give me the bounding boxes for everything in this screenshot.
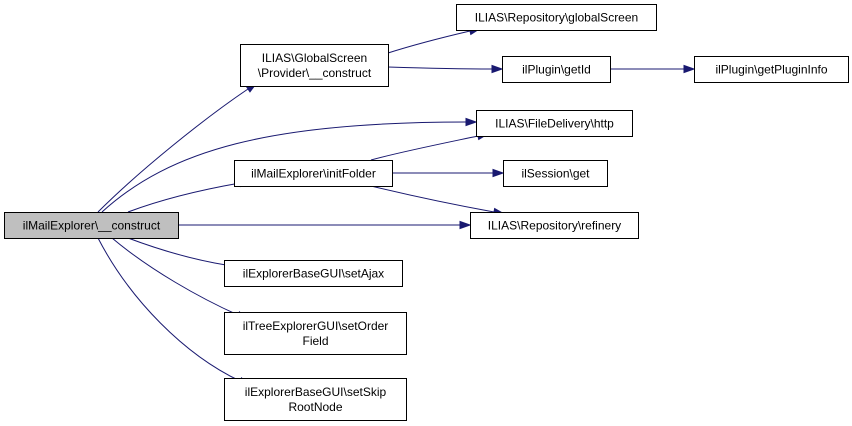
node-box[interactable] [502, 56, 611, 83]
edge-line [127, 182, 241, 213]
edge-line [111, 237, 239, 316]
node-label: ilTreeExplorerGUI\setOrder [243, 319, 389, 333]
node-gs_provider_construct[interactable]: ILIAS\GlobalScreen\Provider\__construct [240, 44, 389, 87]
edge-line [97, 237, 241, 382]
edge-line [97, 88, 249, 213]
node-label: ilPlugin\getPluginInfo [715, 63, 827, 77]
node-label: Field [302, 334, 328, 348]
edge-mail_initfolder-to-repo_refinery [370, 185, 506, 217]
node-session_get[interactable]: ilSession\get [503, 160, 608, 187]
edge-line [127, 237, 227, 266]
node-box[interactable] [224, 260, 403, 287]
node-box[interactable] [456, 4, 657, 31]
nodes-layer: ilMailExplorer\__construct ILIAS\GlobalSc… [4, 4, 849, 421]
edge-line [387, 66, 493, 70]
node-repo_refinery[interactable]: ILIAS\Repository\refinery [470, 212, 639, 239]
edge-mail_construct-to-repo_refinery [177, 220, 472, 230]
node-filedelivery_http[interactable]: ILIAS\FileDelivery\http [476, 110, 633, 137]
node-box[interactable] [234, 160, 393, 187]
edge-line [370, 135, 479, 161]
node-label: ilMailExplorer\initFolder [251, 167, 376, 181]
arrowhead-icon [459, 220, 472, 230]
node-label: ilExplorerBaseGUI\setSkip [245, 385, 387, 399]
edge-mail_construct-to-gs_provider_construct [97, 82, 258, 213]
node-label: ILIAS\GlobalScreen [262, 51, 367, 65]
node-repo_globalscreen[interactable]: ILIAS\Repository\globalScreen [456, 4, 657, 31]
node-label: ilPlugin\getId [522, 63, 591, 77]
node-label: ILIAS\FileDelivery\http [495, 117, 614, 131]
node-box[interactable] [470, 212, 639, 239]
node-box[interactable] [503, 160, 608, 187]
edge-mail_construct-to-explorer_setajax [127, 237, 238, 270]
node-label: ilSession\get [521, 167, 590, 181]
edge-line [101, 121, 467, 213]
arrowhead-icon [465, 117, 478, 127]
edge-mail_construct-to-filedelivery_http [101, 117, 478, 213]
node-label: \Provider\__construct [258, 66, 372, 80]
arrowhead-icon [683, 64, 696, 74]
node-label: RootNode [288, 400, 342, 414]
node-box[interactable] [694, 56, 849, 83]
arrowhead-icon [491, 64, 504, 74]
edge-gs_provider_construct-to-repo_globalscreen [387, 27, 482, 54]
node-plugin_getplugininfo[interactable]: ilPlugin\getPluginInfo [694, 56, 849, 83]
node-explorer_setajax[interactable]: ilExplorerBaseGUI\setAjax [224, 260, 403, 287]
node-box[interactable] [224, 312, 407, 355]
node-label: ILIAS\Repository\refinery [488, 219, 621, 233]
edge-plugin_getid-to-plugin_getplugininfo [610, 64, 696, 74]
edge-line [370, 185, 495, 213]
node-label: ilMailExplorer\__construct [23, 219, 161, 233]
node-box[interactable] [224, 378, 407, 421]
node-box[interactable] [476, 110, 633, 137]
edge-line [387, 30, 471, 54]
node-mail_construct[interactable]: ilMailExplorer\__construct [4, 212, 179, 239]
arrowhead-icon [492, 168, 505, 178]
edge-mail_initfolder-to-filedelivery_http [370, 131, 490, 161]
node-box[interactable] [240, 44, 389, 87]
edge-mail_initfolder-to-session_get [392, 168, 505, 178]
node-mail_initfolder[interactable]: ilMailExplorer\initFolder [234, 160, 393, 187]
edge-mail_construct-to-mail_initfolder [127, 178, 252, 213]
node-label: ILIAS\Repository\globalScreen [475, 11, 638, 25]
edge-gs_provider_construct-to-plugin_getid [387, 64, 504, 74]
node-plugin_getid[interactable]: ilPlugin\getId [502, 56, 611, 83]
node-box[interactable] [4, 212, 179, 239]
node-label: ilExplorerBaseGUI\setAjax [243, 267, 384, 281]
